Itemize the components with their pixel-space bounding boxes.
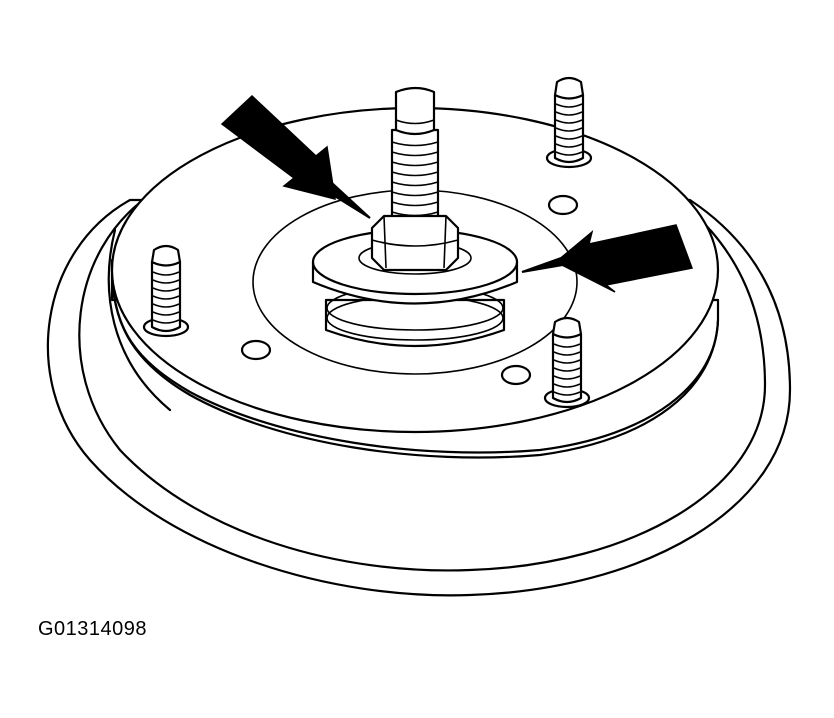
figure-id-label: G01314098 (38, 618, 148, 640)
pilot-hole (500, 364, 532, 386)
pilot-hole (240, 339, 272, 361)
wheel-studs (142, 76, 593, 409)
wheel-stud (142, 244, 190, 338)
pointer-arrows (220, 94, 694, 293)
hub-boss (324, 285, 506, 348)
wheel-stud (543, 316, 591, 409)
threaded-spindle (390, 86, 440, 232)
wheel-stud (545, 76, 593, 169)
arrow-to-nut (220, 94, 371, 219)
pilot-holes (240, 194, 579, 386)
arrow-to-collar (521, 224, 694, 293)
hex-nut (370, 214, 460, 272)
pilot-hole (547, 194, 579, 216)
